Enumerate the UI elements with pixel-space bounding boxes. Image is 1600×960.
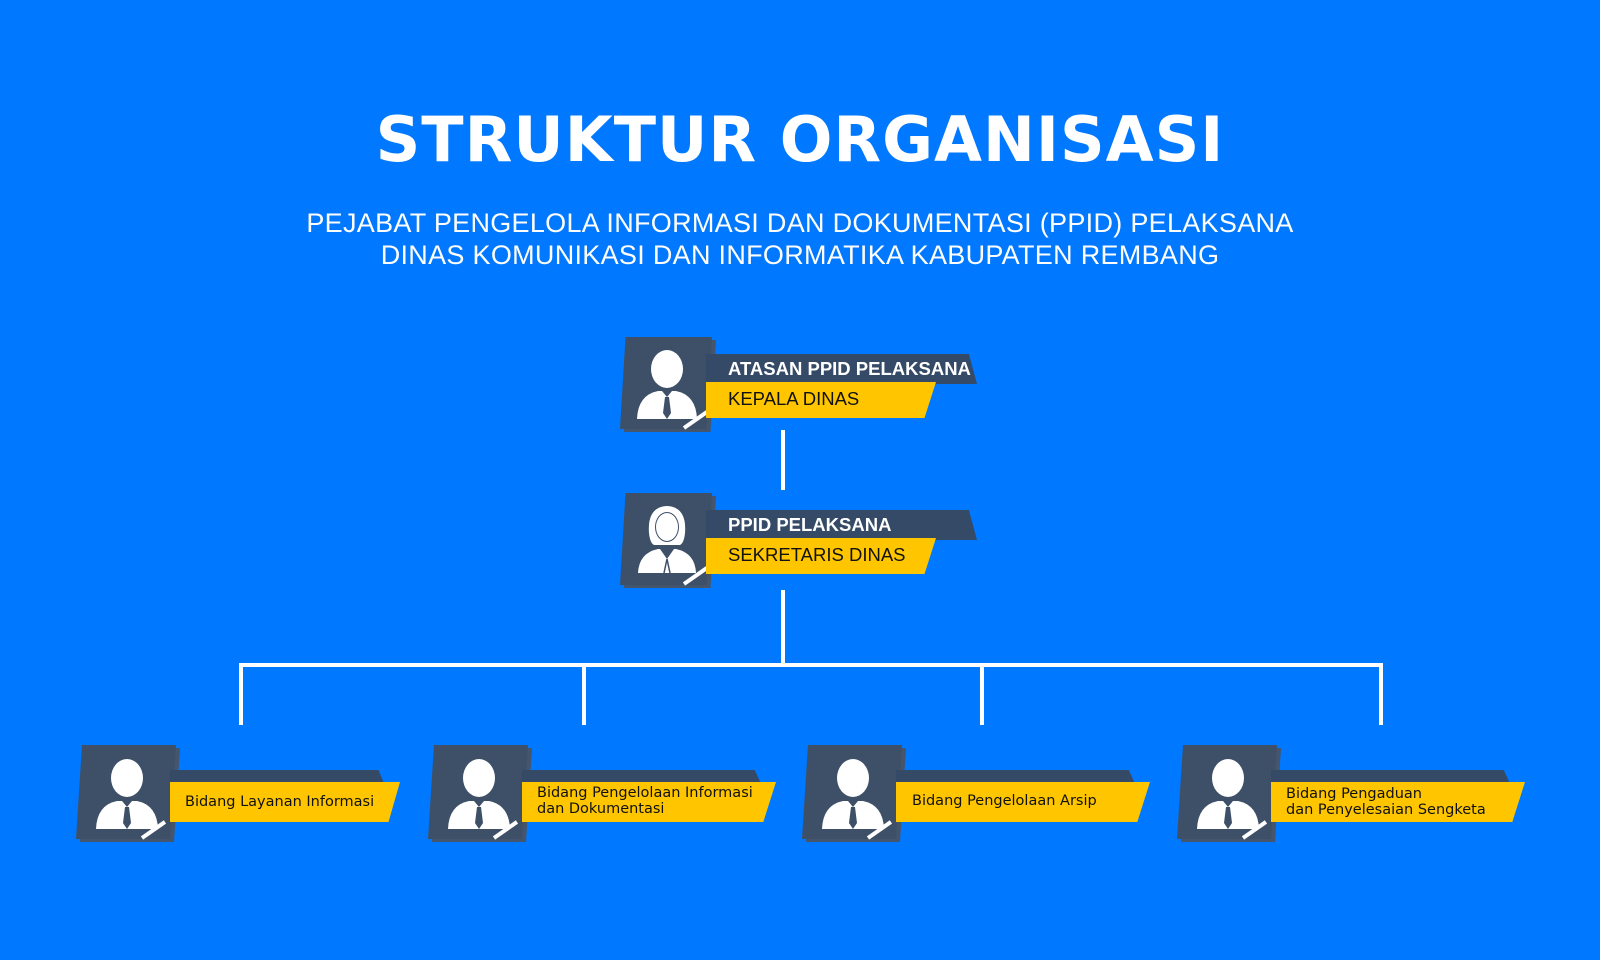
subtitle-line-1: PEJABAT PENGELOLA INFORMASI DAN DOKUMENT… [306,208,1294,238]
name-bar [706,538,936,574]
female-person-icon [638,506,696,574]
male-person-icon [637,350,697,419]
dept-label: Bidang Layanan Informasi [185,794,375,810]
name-bar [706,382,936,418]
subtitle-line-2: DINAS KOMUNIKASI DAN INFORMATIKA KABUPAT… [380,240,1220,270]
page-title: STRUKTUR ORGANISASI [375,103,1225,176]
name-bar [170,782,400,822]
node-name: KEPALA DINAS [728,388,860,409]
name-bar [896,782,1150,822]
page-subtitle: PEJABAT PENGELOLA INFORMASI DAN DOKUMENT… [0,207,1600,271]
avatar [620,337,712,429]
avatar [620,493,712,585]
dept-label: Bidang Pengelolaan Arsip [912,793,1097,809]
role-bar [706,354,977,384]
node-role: ATASAN PPID PELAKSANA [728,358,971,379]
name-bar [1271,782,1525,822]
male-person-icon [448,759,510,829]
role-bar [706,510,977,540]
male-person-icon [1197,759,1259,829]
male-person-icon [822,759,884,829]
dept-label: Bidang Pengelolaan Informasi dan Dokumen… [537,785,753,817]
node-name: SEKRETARIS DINAS [728,544,906,565]
male-person-icon [96,759,158,829]
node-role: PPID PELAKSANA [728,514,892,535]
dept-label: Bidang Pengaduan dan Penyelesaian Sengke… [1286,786,1486,818]
name-bar [522,782,776,822]
